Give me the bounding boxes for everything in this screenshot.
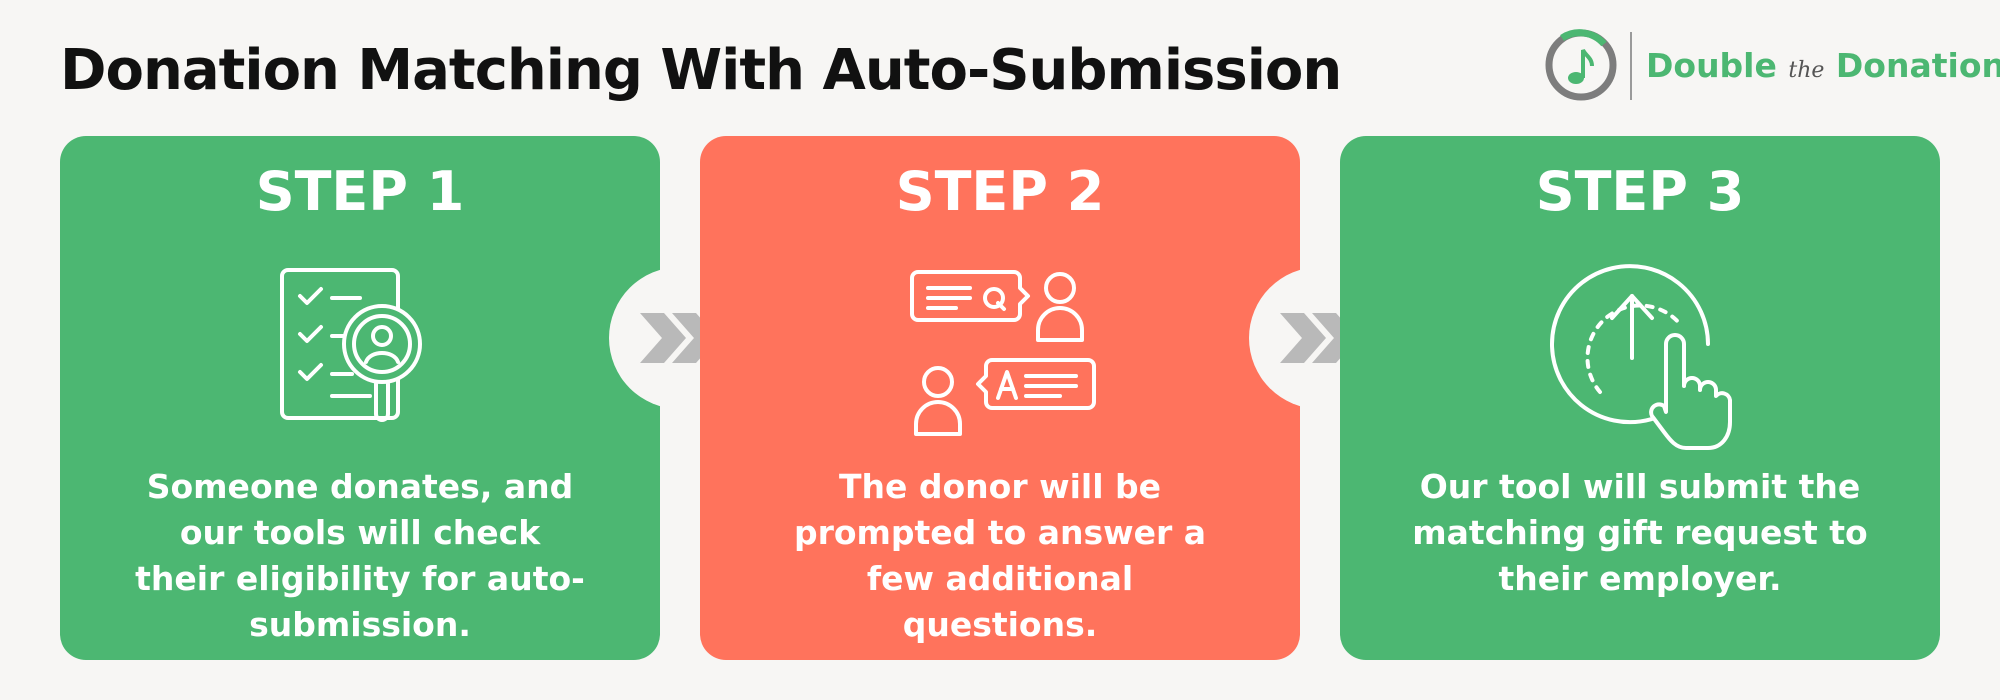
music-note-circle-icon <box>1545 29 1617 101</box>
step-1-title: STEP 1 <box>255 160 465 223</box>
logo-word-the: the <box>1788 58 1825 83</box>
double-the-donation-logo: Double the Donation <box>1542 26 2000 106</box>
checklist-magnifier-icon <box>280 268 422 422</box>
page-title: Donation Matching With Auto-Submission <box>60 38 1342 103</box>
question-answer-chat-icon <box>910 270 1096 436</box>
step-2-card: STEP 2 The donor will be prompted to ans… <box>700 136 1300 660</box>
logo-word-donation: Donation <box>1835 46 2000 85</box>
step-3-title: STEP 3 <box>1535 160 1745 223</box>
step-3-description: Our tool will submit the matching gift r… <box>1412 467 1868 598</box>
step-3-card: STEP 3 Our tool will submit the matching… <box>1340 136 1940 660</box>
step-1-card: STEP 1 Someone donates, and our tools wi… <box>60 136 660 660</box>
logo-separator <box>1630 32 1632 100</box>
step-2-title: STEP 2 <box>895 160 1105 223</box>
upload-tap-icon <box>1550 264 1732 450</box>
logo-word-double: Double <box>1646 46 1777 85</box>
logo-wordmark: Double the Donation <box>1646 46 2000 85</box>
step-1-description: Someone donates, and our tools will chec… <box>135 467 585 644</box>
step-2-description: The donor will be prompted to answer a f… <box>793 467 1207 644</box>
